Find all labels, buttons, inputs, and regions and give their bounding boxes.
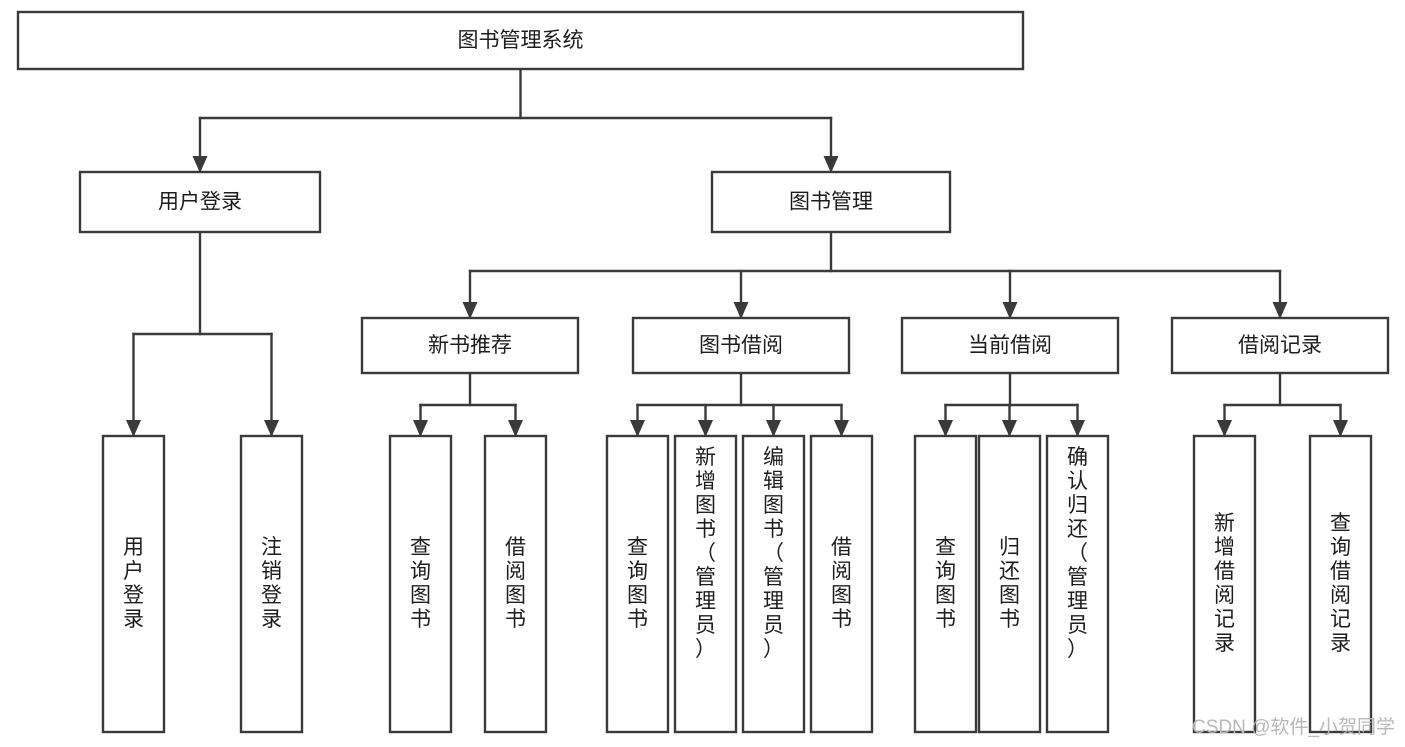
- node-box-leaf-borrow-lend-book: [809, 434, 874, 734]
- node-box-borrow-record: [1170, 316, 1390, 375]
- node-leaf-borrow-query-book[interactable]: 查询图书: [605, 434, 670, 734]
- node-box-book-borrow: [631, 316, 851, 375]
- arrow-icon-leaf-borrow-query-book: [630, 420, 645, 437]
- node-box-leaf-borrow-query-book: [605, 434, 670, 734]
- node-label-book-borrow: 图书借阅: [699, 334, 783, 357]
- node-box-leaf-user-login: [101, 434, 166, 734]
- node-user-login[interactable]: 用户登录: [78, 170, 322, 234]
- node-box-leaf-cur-return-book: [977, 434, 1042, 734]
- node-label-leaf-rec-query-book: 查询图书: [410, 536, 431, 631]
- node-box-leaf-rec-query-record: [1308, 434, 1373, 734]
- node-label-new-book-recommend: 新书推荐: [428, 334, 512, 357]
- node-label-leaf-borrow-lend-book: 借阅图书: [831, 536, 852, 631]
- node-label-leaf-rec-borrow-book: 借阅图书: [505, 536, 526, 631]
- node-leaf-user-login[interactable]: 用户登录: [101, 434, 166, 734]
- node-label-root: 图书管理系统: [458, 29, 584, 52]
- node-label-book-manage: 图书管理: [789, 191, 873, 214]
- arrow-icon-book-manage: [823, 156, 839, 173]
- arrow-icon-leaf-rec-query-record: [1333, 420, 1348, 437]
- arrow-icon-current-borrow: [1002, 302, 1018, 319]
- node-label-leaf-cur-confirm-return: 确认归还（管理员）: [1067, 446, 1088, 661]
- arrow-icon-leaf-borrow-add-book: [698, 420, 713, 437]
- arrow-icon-leaf-borrow-lend-book: [834, 420, 849, 437]
- node-root[interactable]: 图书管理系统: [16, 10, 1025, 71]
- arrow-icon-leaf-user-login: [126, 420, 141, 437]
- csdn-watermark: CSDN @软件_小贺同学: [1192, 716, 1395, 738]
- node-label-leaf-cur-return-book: 归还图书: [999, 536, 1020, 631]
- node-leaf-rec-query-record[interactable]: 查询借阅记录: [1308, 434, 1373, 734]
- arrow-icon-leaf-cur-confirm-return: [1070, 420, 1085, 437]
- node-box-new-book-recommend: [360, 316, 580, 375]
- arrow-icon-leaf-user-logout: [264, 420, 279, 437]
- node-box-leaf-rec-add-record: [1192, 434, 1257, 734]
- arrow-icon-user-login: [192, 156, 208, 173]
- node-box-user-login: [78, 170, 322, 234]
- node-leaf-borrow-lend-book[interactable]: 借阅图书: [809, 434, 874, 734]
- node-box-book-manage: [710, 170, 952, 234]
- node-book-manage[interactable]: 图书管理: [710, 170, 952, 234]
- node-leaf-borrow-add-book[interactable]: 新增图书（管理员）: [673, 434, 738, 734]
- node-leaf-cur-query-book[interactable]: 查询图书: [913, 434, 978, 734]
- node-label-leaf-borrow-add-book: 新增图书（管理员）: [695, 446, 716, 661]
- node-box-root: [16, 10, 1025, 71]
- arrow-icon-leaf-borrow-edit-book: [766, 420, 781, 437]
- node-label-leaf-rec-add-record: 新增借阅记录: [1214, 512, 1235, 655]
- node-label-leaf-user-logout: 注销登录: [261, 536, 282, 631]
- arrow-icon-new-book-recommend: [462, 302, 478, 319]
- arrow-icon-leaf-rec-borrow-book: [508, 420, 523, 437]
- arrow-icon-leaf-rec-add-record: [1217, 420, 1232, 437]
- node-label-user-login: 用户登录: [158, 191, 242, 214]
- connector-layer: [126, 67, 1348, 437]
- arrow-icon-book-borrow: [733, 302, 749, 319]
- node-label-leaf-cur-query-book: 查询图书: [935, 536, 956, 631]
- node-label-leaf-rec-query-record: 查询借阅记录: [1330, 512, 1351, 655]
- node-borrow-record[interactable]: 借阅记录: [1170, 316, 1390, 375]
- node-leaf-borrow-edit-book[interactable]: 编辑图书（管理员）: [741, 434, 806, 734]
- node-box-leaf-rec-query-book: [388, 434, 453, 734]
- arrow-icon-leaf-cur-query-book: [938, 420, 953, 437]
- node-leaf-rec-query-book[interactable]: 查询图书: [388, 434, 453, 734]
- node-current-borrow[interactable]: 当前借阅: [900, 316, 1120, 375]
- node-box-leaf-rec-borrow-book: [483, 434, 548, 734]
- arrow-icon-leaf-cur-return-book: [1002, 420, 1017, 437]
- node-leaf-cur-return-book[interactable]: 归还图书: [977, 434, 1042, 734]
- node-new-book-recommend[interactable]: 新书推荐: [360, 316, 580, 375]
- node-box-leaf-user-logout: [239, 434, 304, 734]
- node-book-borrow[interactable]: 图书借阅: [631, 316, 851, 375]
- node-label-leaf-user-login: 用户登录: [123, 536, 144, 631]
- node-box-leaf-borrow-add-book: [673, 434, 738, 734]
- node-label-leaf-borrow-query-book: 查询图书: [627, 536, 648, 631]
- node-leaf-cur-confirm-return[interactable]: 确认归还（管理员）: [1045, 434, 1110, 734]
- node-box-leaf-cur-confirm-return: [1045, 434, 1110, 734]
- node-leaf-rec-borrow-book[interactable]: 借阅图书: [483, 434, 548, 734]
- node-box-leaf-cur-query-book: [913, 434, 978, 734]
- node-layer: 图书管理系统用户登录图书管理新书推荐图书借阅当前借阅借阅记录用户登录注销登录查询…: [16, 10, 1390, 734]
- node-leaf-user-logout[interactable]: 注销登录: [239, 434, 304, 734]
- node-box-leaf-borrow-edit-book: [741, 434, 806, 734]
- node-box-current-borrow: [900, 316, 1120, 375]
- node-label-leaf-borrow-edit-book: 编辑图书（管理员）: [763, 446, 784, 661]
- arrow-icon-borrow-record: [1272, 302, 1288, 319]
- node-leaf-rec-add-record[interactable]: 新增借阅记录: [1192, 434, 1257, 734]
- node-label-current-borrow: 当前借阅: [968, 334, 1052, 357]
- node-label-borrow-record: 借阅记录: [1238, 334, 1322, 357]
- arrow-icon-leaf-rec-query-book: [413, 420, 428, 437]
